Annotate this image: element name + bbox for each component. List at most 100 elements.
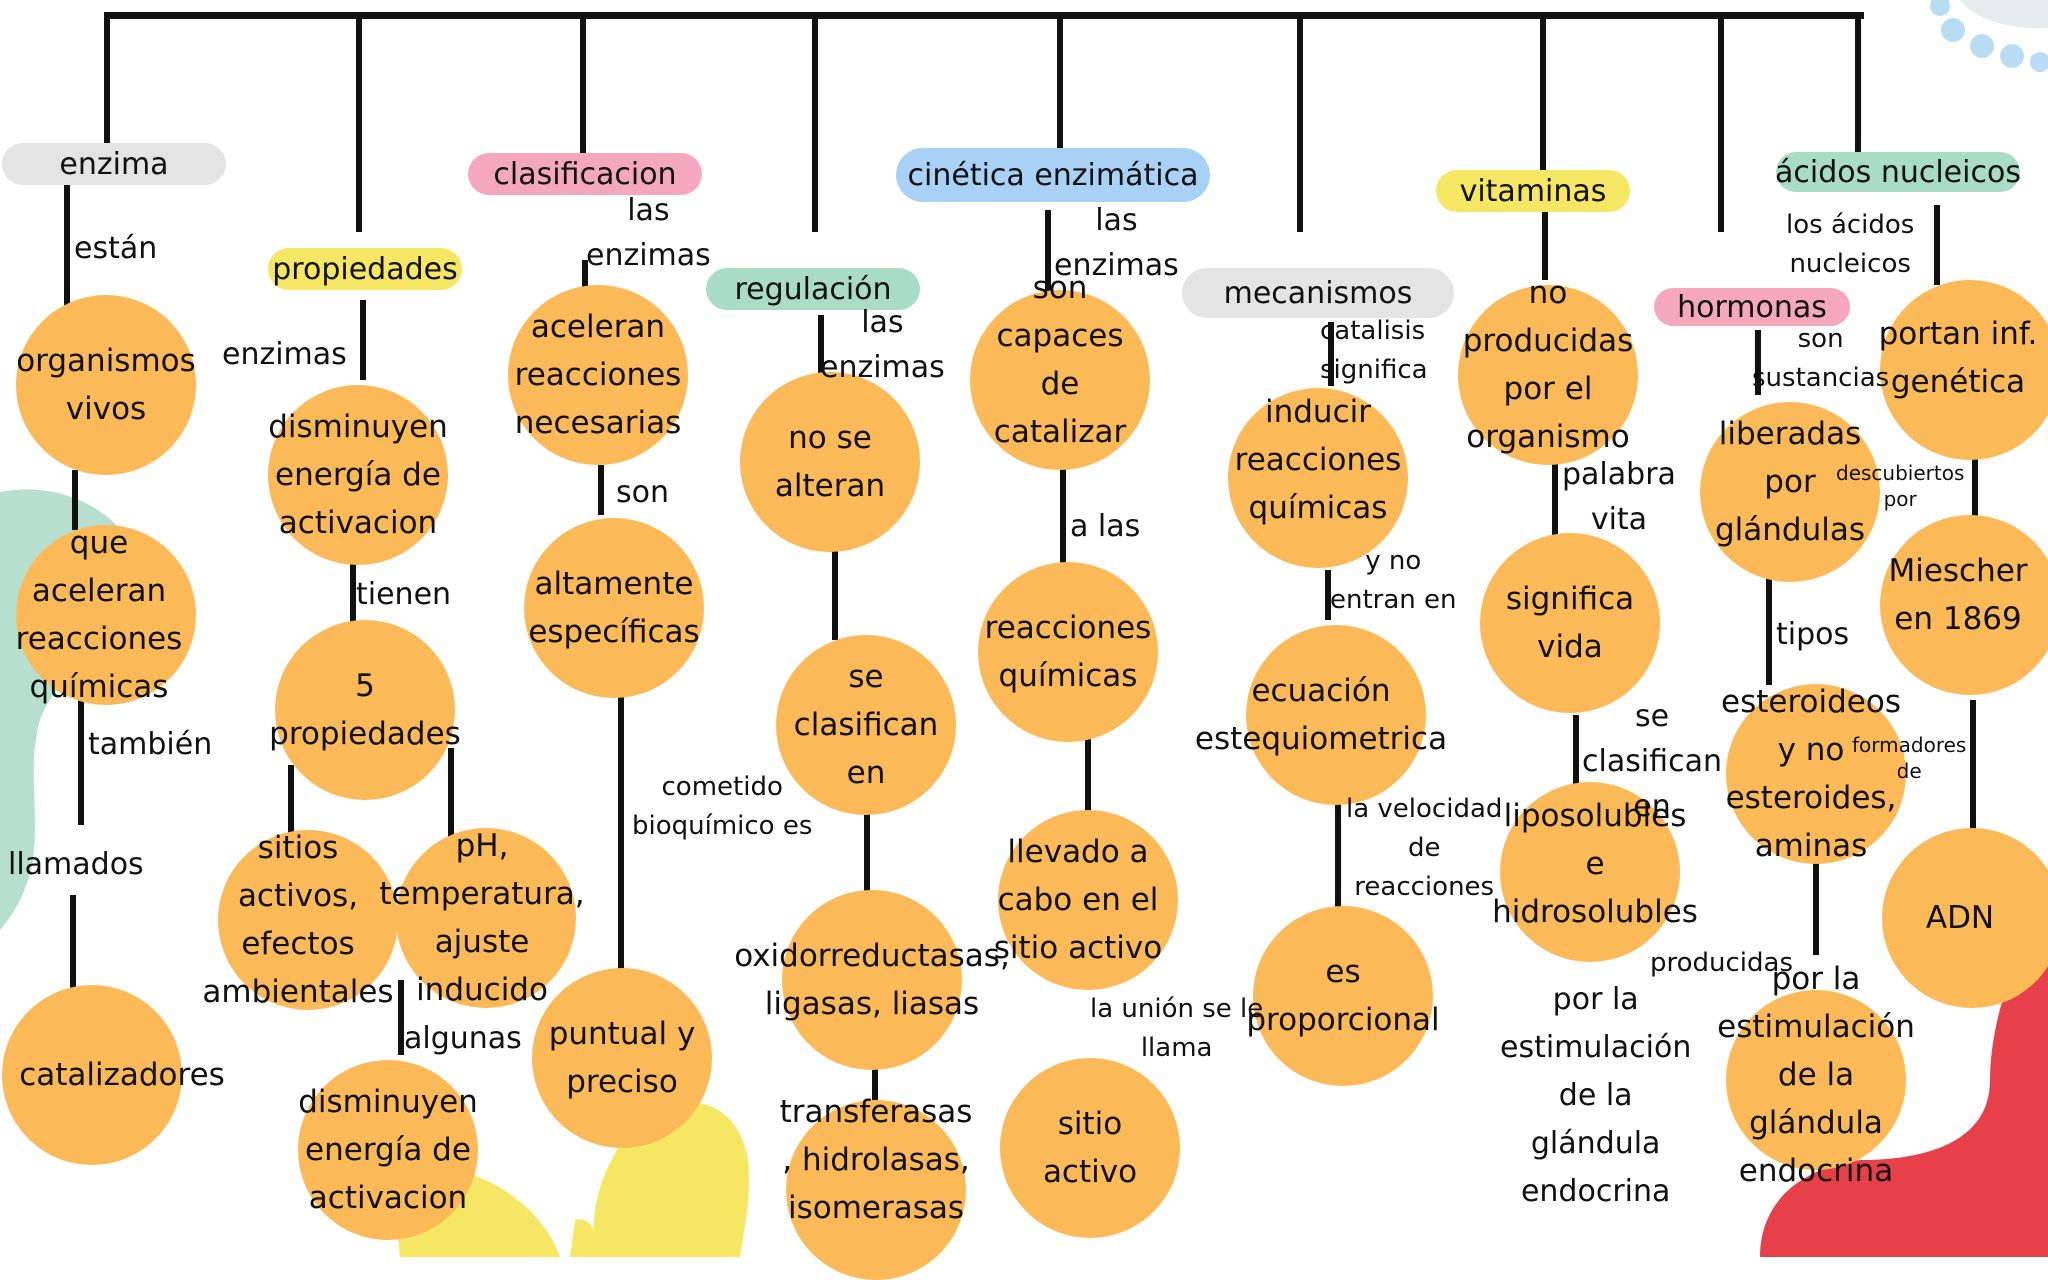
- red-blob: [1760, 930, 2048, 1257]
- label-producidas: producidas: [1650, 948, 1794, 978]
- label-enzimas: enzimas: [222, 337, 347, 372]
- heading-enzima: enzima: [2, 143, 226, 185]
- top-connector: [104, 12, 1864, 19]
- connector: [598, 465, 604, 515]
- heading-regulacion: regulación: [706, 268, 920, 310]
- heading-acidos-nucleicos: ácidos nucleicos: [1775, 152, 2021, 192]
- heading-mecanismos: mecanismos: [1182, 268, 1454, 318]
- connector: [1813, 860, 1819, 955]
- connector: [1328, 322, 1334, 386]
- connector: [72, 470, 78, 530]
- label-llamados: llamados: [8, 847, 144, 882]
- label-tienen: tienen: [356, 577, 452, 612]
- connector: [1972, 440, 1978, 520]
- yellow-blob-3: [570, 1219, 600, 1257]
- blue-dot: [2030, 52, 2048, 72]
- connector: [580, 18, 586, 158]
- connector: [448, 748, 454, 848]
- connector: [1855, 12, 1861, 160]
- heading-vitaminas: vitaminas: [1436, 170, 1630, 212]
- connector: [350, 550, 356, 625]
- connector: [360, 300, 366, 380]
- connector: [1718, 18, 1724, 232]
- connector: [818, 315, 824, 375]
- label-tipos: tipos: [1776, 617, 1850, 652]
- node-transferasas: transferasas, hidrolasas,isomerasas: [780, 1094, 972, 1280]
- connector: [288, 765, 294, 835]
- connector: [1325, 570, 1331, 620]
- blue-dot: [1941, 18, 1965, 42]
- connector: [1045, 210, 1051, 295]
- connector: [1085, 730, 1091, 815]
- connector: [78, 695, 84, 825]
- node-oxidorreductasas: oxidorreductasas,ligasas, liasas: [734, 890, 1010, 1070]
- connector: [1755, 330, 1761, 395]
- connector: [618, 680, 624, 970]
- connector: [864, 810, 870, 900]
- heading-clasificacion: clasificacion: [468, 153, 702, 195]
- label-tambien: también: [88, 727, 213, 762]
- node-catalizadores: catalizadores: [2, 985, 225, 1165]
- connector: [104, 12, 110, 148]
- connector: [356, 18, 362, 232]
- connector: [812, 18, 818, 232]
- connector: [1970, 700, 1976, 830]
- connector: [398, 980, 404, 1055]
- connector: [872, 1058, 878, 1103]
- label-estan: están: [74, 231, 158, 266]
- connector: [1934, 205, 1940, 285]
- connector: [1060, 465, 1066, 565]
- connector: [1766, 575, 1772, 685]
- node-adn: ADN: [1882, 828, 2048, 1008]
- blue-blob: [1960, 0, 2048, 29]
- connector: [582, 260, 588, 290]
- node-portan-informacion: portan inf.genética: [1879, 280, 2048, 460]
- label-a-las: a las: [1070, 509, 1141, 544]
- connector: [1297, 18, 1303, 232]
- connector: [1057, 18, 1063, 152]
- heading-propiedades: propiedades: [268, 248, 462, 290]
- heading-cinetica: cinética enzimática: [896, 148, 1210, 202]
- blue-dot: [2000, 44, 2024, 68]
- connector: [70, 895, 76, 995]
- connector: [1573, 715, 1579, 790]
- heading-hormonas: hormonas: [1654, 288, 1850, 326]
- connector: [1552, 460, 1558, 535]
- label-algunas: algunas: [404, 1021, 522, 1056]
